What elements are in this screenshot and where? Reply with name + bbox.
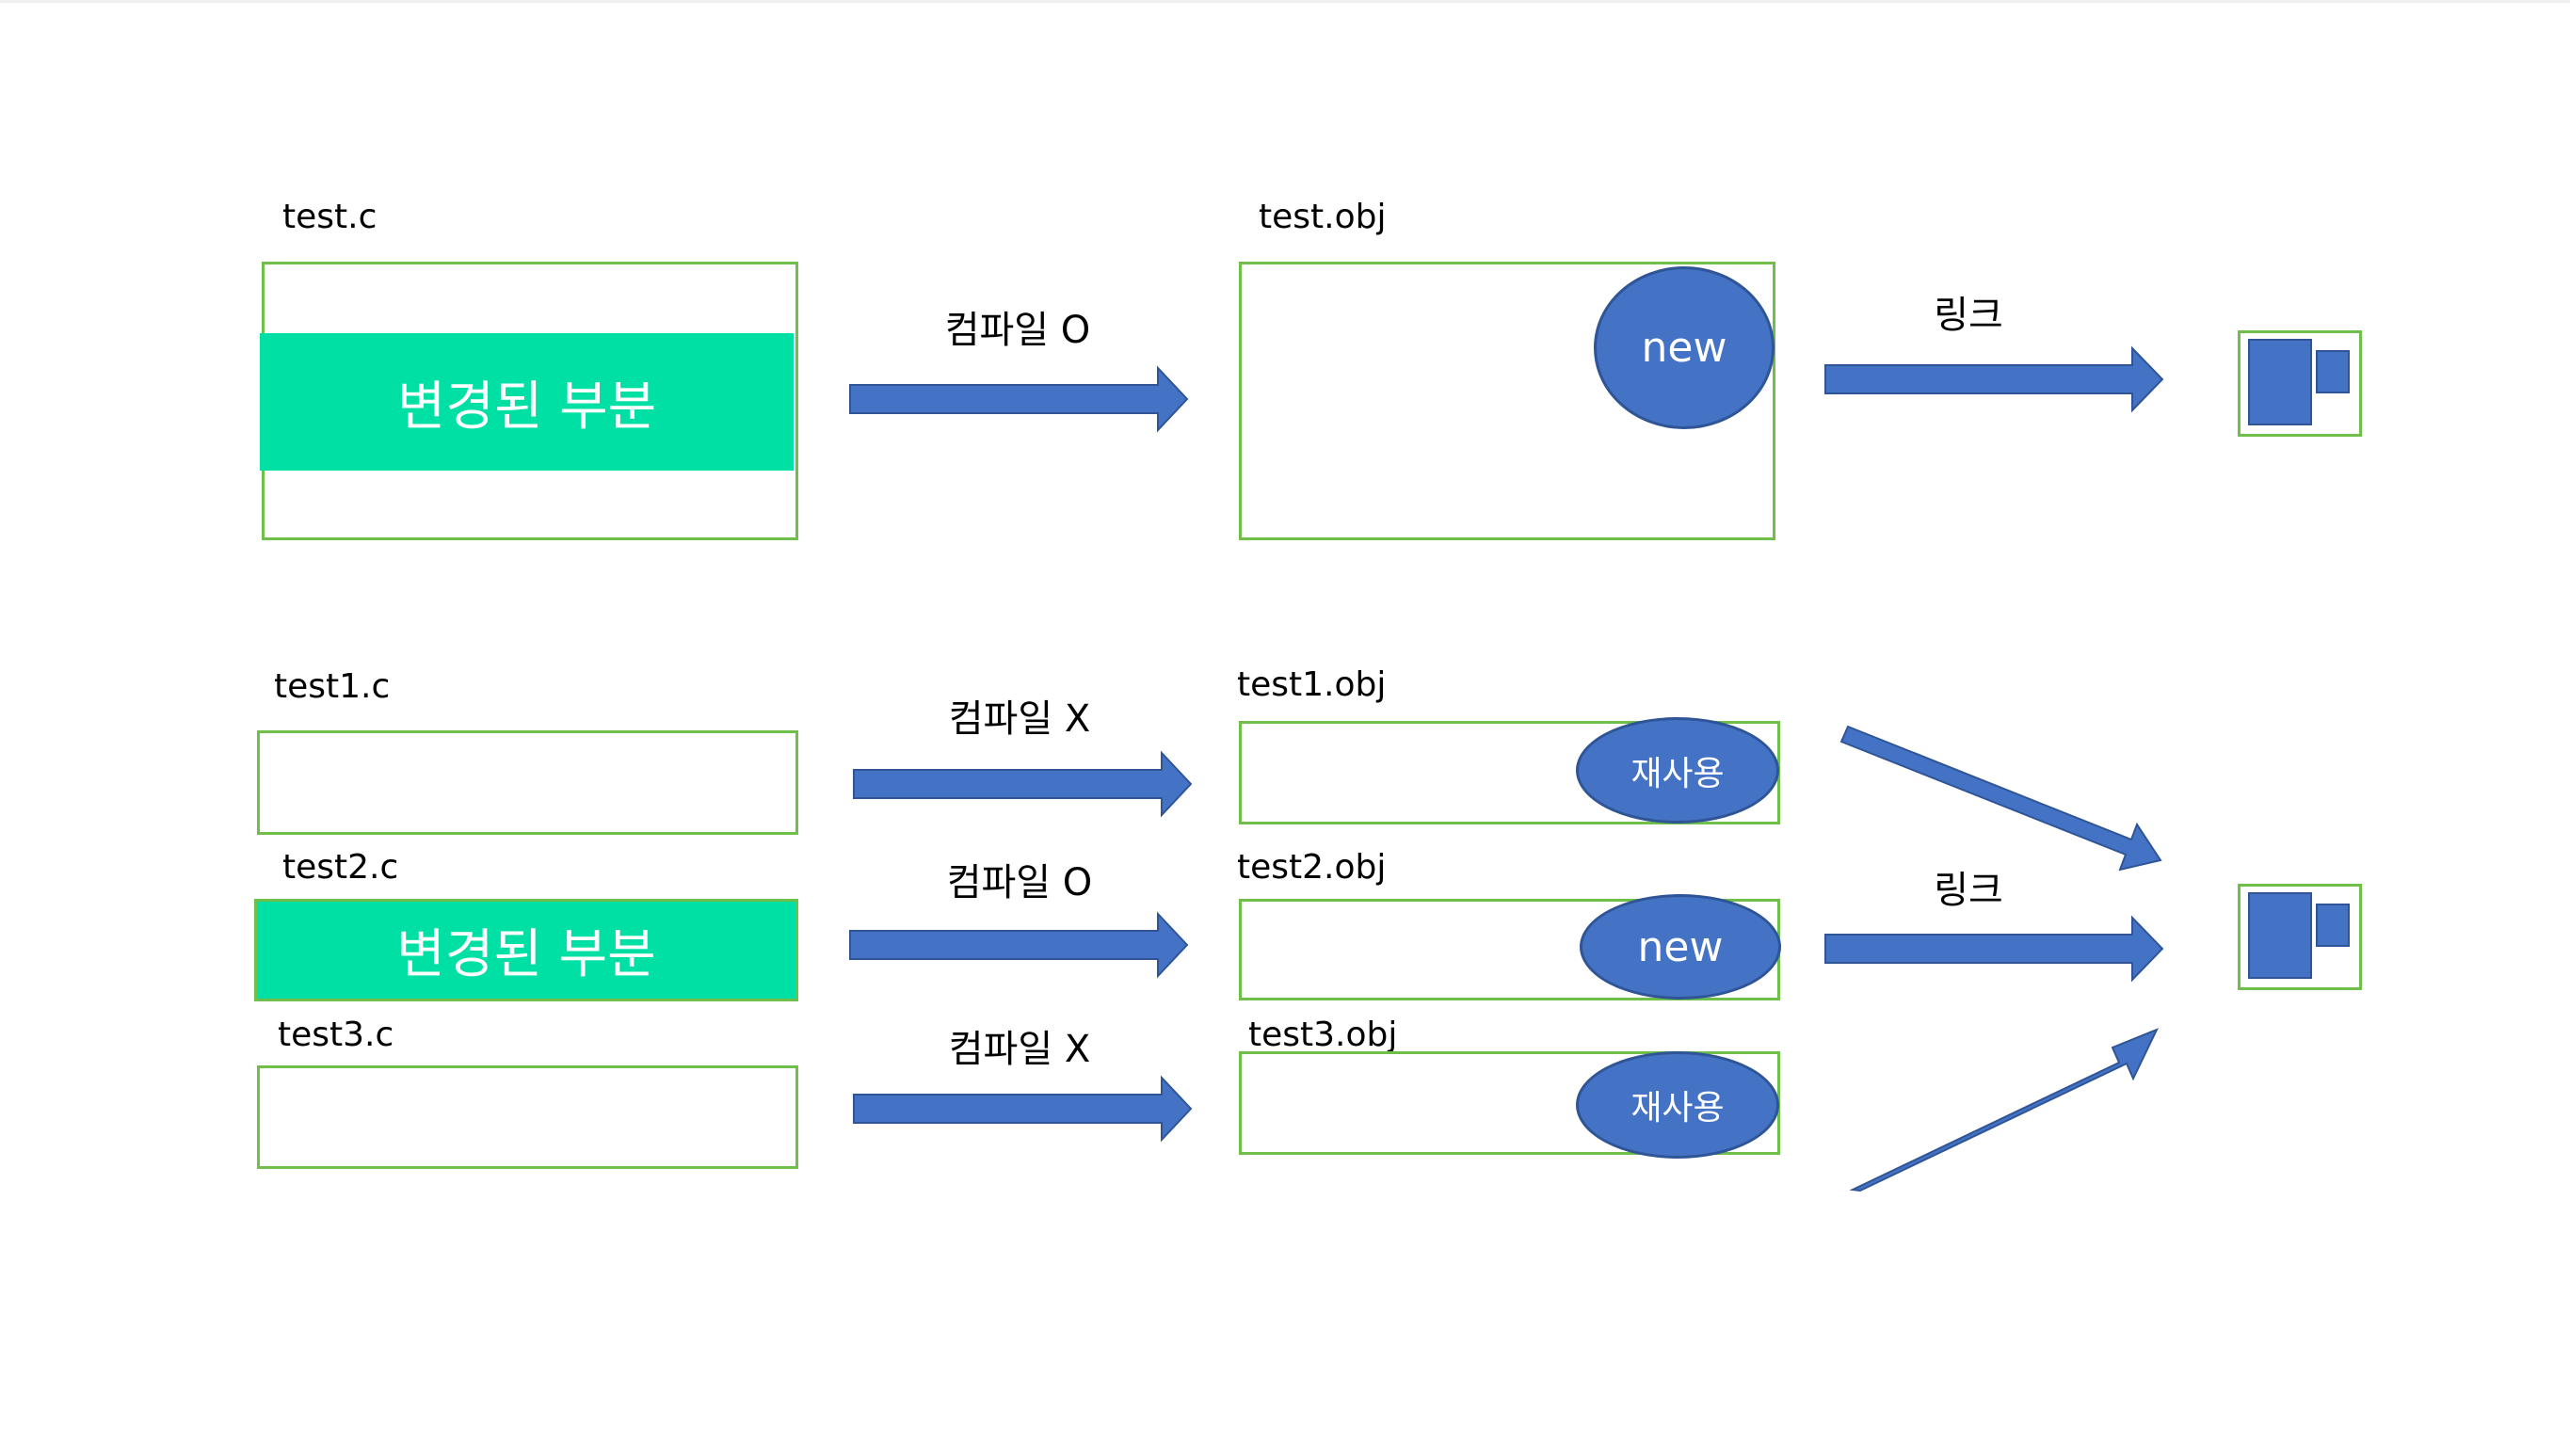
source-box-test2-changed: 변경된 부분 [254, 899, 798, 1001]
object-status-test3: 재사용 [1576, 1051, 1779, 1159]
top-executable-icon [2238, 330, 2362, 437]
bottom-link-label: 링크 [1934, 869, 2003, 912]
top-compile-label: 컴파일 O [944, 309, 1091, 352]
exe-small-block [2316, 904, 2350, 947]
source-box-test1 [257, 730, 798, 835]
link-arrow-top [1824, 345, 2164, 413]
exe-large-block [2248, 339, 2312, 425]
top-source-label: test.c [282, 198, 377, 236]
source-label-test2: test2.c [282, 848, 399, 887]
compile-arrow-test3 [853, 1075, 1193, 1143]
top-border-line [0, 0, 2570, 3]
object-label-test1: test1.obj [1237, 665, 1387, 704]
source-box-test3 [257, 1065, 798, 1169]
exe-large-block [2248, 892, 2312, 979]
top-link-label: 링크 [1934, 294, 2003, 337]
bottom-executable-icon [2238, 884, 2362, 990]
link-arrow-test1 [1839, 725, 2162, 872]
compile-label-test2: 컴파일 O [946, 861, 1093, 904]
object-status-test1: 재사용 [1576, 717, 1779, 824]
source-label-test1: test1.c [274, 667, 391, 706]
compile-arrow-test1 [853, 750, 1193, 818]
top-changed-part: 변경된 부분 [260, 333, 794, 471]
object-label-test3: test3.obj [1248, 1016, 1398, 1054]
compile-arrow-test2 [849, 911, 1189, 979]
source-label-test3: test3.c [278, 1016, 394, 1054]
exe-small-block [2316, 350, 2350, 393]
top-object-label: test.obj [1259, 198, 1387, 236]
compile-arrow-top [849, 365, 1189, 433]
object-status-test2: new [1580, 894, 1781, 1000]
link-arrow-test3 [1849, 1028, 2160, 1192]
object-label-test2: test2.obj [1237, 848, 1387, 887]
compile-label-test3: 컴파일 X [948, 1028, 1091, 1071]
link-arrow-test2 [1824, 915, 2164, 983]
top-new-badge: new [1594, 266, 1775, 429]
compile-label-test1: 컴파일 X [948, 697, 1091, 741]
